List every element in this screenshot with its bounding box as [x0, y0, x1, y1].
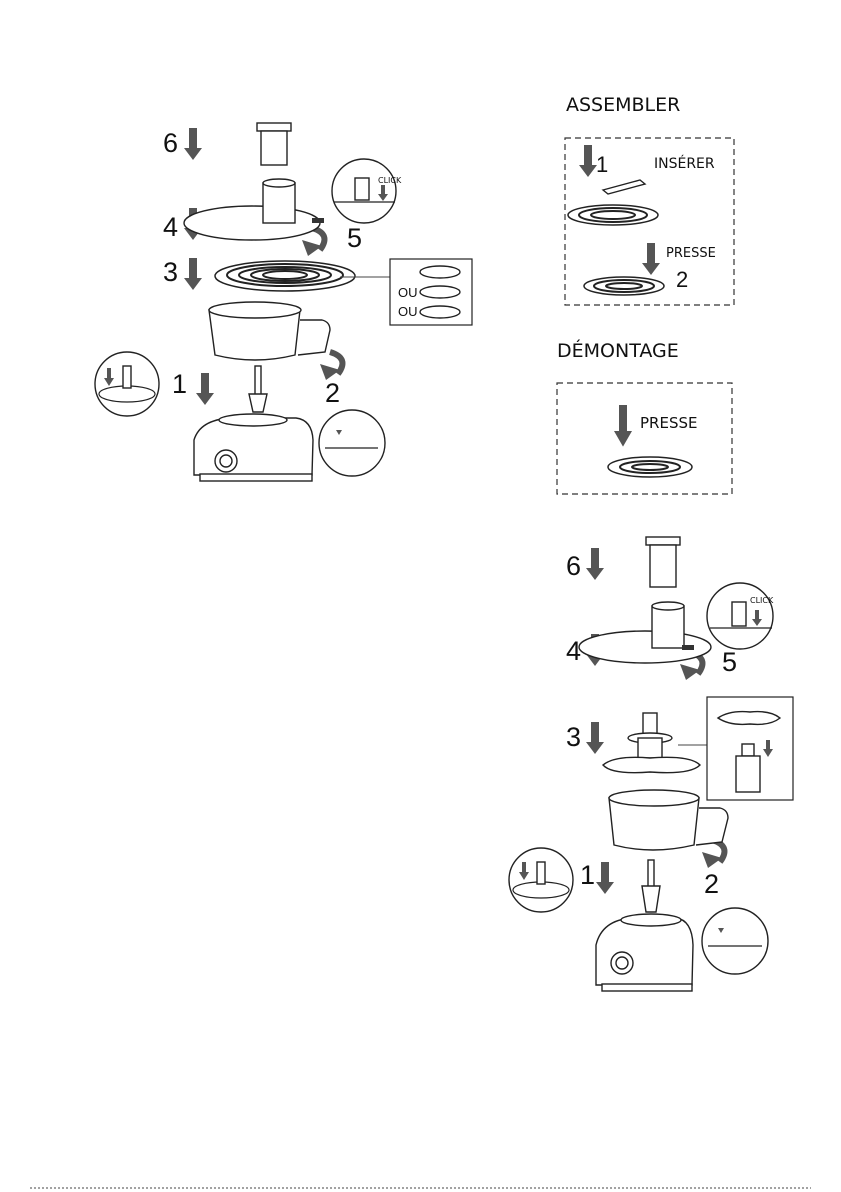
right-shaft-illustration	[642, 860, 660, 912]
assemble-section: ASSEMBLER 1 INSÉRER PRESSE 2	[565, 94, 734, 305]
left-base-illustration	[194, 414, 313, 481]
right-blade-illustration	[603, 713, 708, 773]
assemble-press-arrow-icon	[642, 243, 660, 275]
left-lid-illustration	[184, 179, 324, 240]
left-step-4: 4	[163, 212, 178, 242]
assemble-step-1: 1	[596, 152, 608, 177]
disassemble-title: DÉMONTAGE	[557, 339, 679, 362]
left-step-5: 5	[347, 223, 362, 253]
right-step-6-arrow-icon	[586, 548, 604, 580]
right-step-5: 5	[722, 647, 737, 677]
right-step-6: 6	[566, 551, 581, 581]
right-pusher-illustration	[646, 537, 680, 587]
right-step-2: 2	[704, 869, 719, 899]
right-step-1-arrow-icon	[596, 862, 614, 894]
assemble-insert-arrow-icon	[579, 145, 597, 177]
right-lid-illustration	[579, 602, 711, 663]
assemble-press-label: PRESSE	[666, 246, 716, 261]
left-step-1-arrow-icon	[196, 373, 214, 405]
right-step-3: 3	[566, 722, 581, 752]
right-base-illustration	[596, 914, 693, 991]
disassemble-press-arrow-icon	[614, 405, 632, 447]
assemble-title: ASSEMBLER	[566, 94, 680, 116]
right-step-4: 4	[566, 636, 581, 666]
left-bowl-illustration	[209, 302, 330, 360]
left-assembly-illustration: 6 4 5 3 1 2 CLICK	[95, 123, 472, 481]
left-step-2-arrow-icon	[320, 352, 343, 380]
left-disc-options-inset: OU OU	[390, 259, 472, 325]
right-click-label: CLICK	[750, 596, 774, 605]
left-shaft-inset	[95, 352, 159, 416]
left-step-3-arrow-icon	[184, 258, 202, 290]
left-shaft-illustration	[249, 366, 267, 412]
left-step-1: 1	[172, 369, 187, 399]
right-click-inset: CLICK	[707, 583, 774, 649]
right-assembly-illustration: 6 4 5 3 1 2 CLICK	[509, 537, 793, 991]
left-step-6: 6	[163, 128, 178, 158]
right-shaft-inset	[509, 848, 573, 912]
left-click-inset: CLICK	[332, 159, 402, 223]
right-blade-inset	[707, 697, 793, 800]
right-step-1: 1	[580, 860, 595, 890]
left-click-label: CLICK	[378, 176, 402, 185]
assemble-insert-label: INSÉRER	[654, 155, 715, 172]
left-step-3: 3	[163, 257, 178, 287]
left-or-label-1: OU	[398, 285, 418, 300]
left-rotation-inset	[319, 410, 385, 476]
disassemble-press-label: PRESSE	[640, 414, 697, 432]
left-step-2: 2	[325, 378, 340, 408]
left-or-label-2: OU	[398, 304, 418, 319]
left-pusher-illustration	[257, 123, 291, 165]
assemble-blade-illustration	[603, 180, 645, 194]
left-step-6-arrow-icon	[184, 128, 202, 160]
assemble-step-2: 2	[676, 267, 688, 292]
right-rotation-inset	[702, 908, 768, 974]
left-disc-illustration	[215, 261, 390, 291]
disassemble-section: DÉMONTAGE PRESSE	[557, 339, 732, 494]
right-step-3-arrow-icon	[586, 722, 604, 754]
